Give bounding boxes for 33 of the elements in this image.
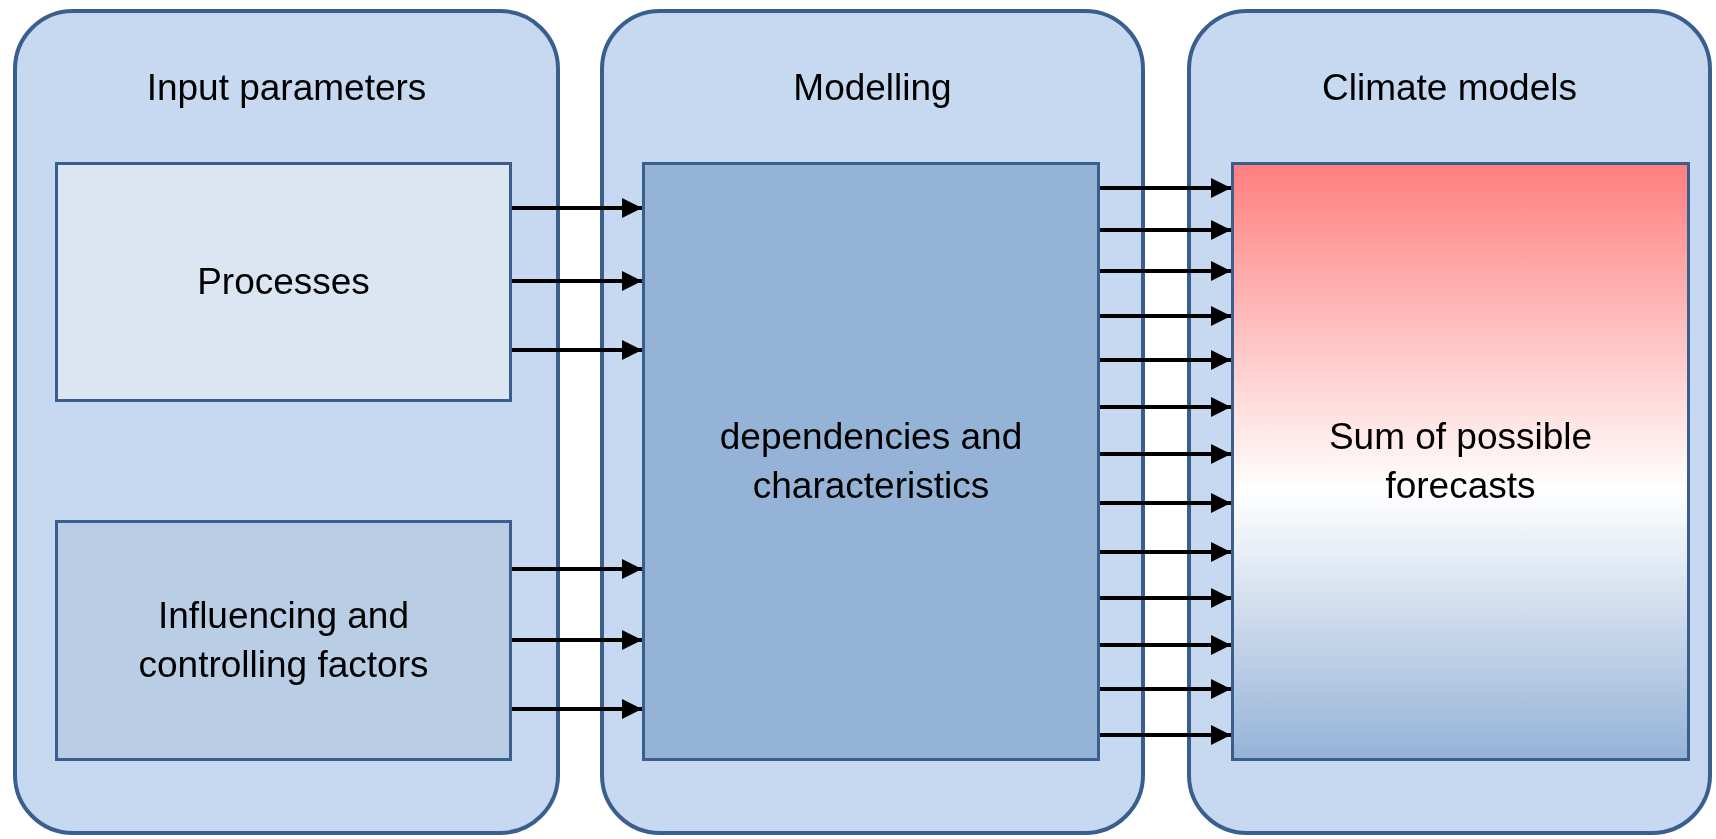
panel-title: Input parameters (146, 67, 427, 109)
arrow (1100, 444, 1231, 464)
arrow (1100, 542, 1231, 562)
gradient-box (1231, 162, 1690, 761)
panel-title: Climate models (1322, 67, 1577, 109)
arrow (512, 630, 642, 650)
arrow (1100, 588, 1231, 608)
arrow (1100, 261, 1231, 281)
box-label: Influencing and controlling factors (137, 594, 430, 687)
arrow (512, 340, 642, 360)
arrow (1100, 397, 1231, 417)
box-label: Processes (197, 259, 370, 304)
arrow (512, 271, 642, 291)
box-label: Sum of possible forecasts (1327, 415, 1594, 508)
arrow (1100, 635, 1231, 655)
arrow (1100, 220, 1231, 240)
arrow (512, 198, 642, 218)
arrow (1100, 493, 1231, 513)
process-box (55, 162, 512, 402)
panel-title: Modelling (793, 67, 952, 109)
arrow (1100, 306, 1231, 326)
arrow (512, 559, 642, 579)
group-panel (1187, 9, 1712, 835)
process-box (55, 520, 512, 761)
arrow (1100, 679, 1231, 699)
group-panel (600, 9, 1145, 835)
arrow (1100, 725, 1231, 745)
group-panel (13, 9, 560, 835)
box-label: dependencies and characteristics (718, 415, 1024, 508)
arrow (1100, 350, 1231, 370)
arrow (1100, 178, 1231, 198)
arrow (512, 699, 642, 719)
process-box (642, 162, 1100, 761)
